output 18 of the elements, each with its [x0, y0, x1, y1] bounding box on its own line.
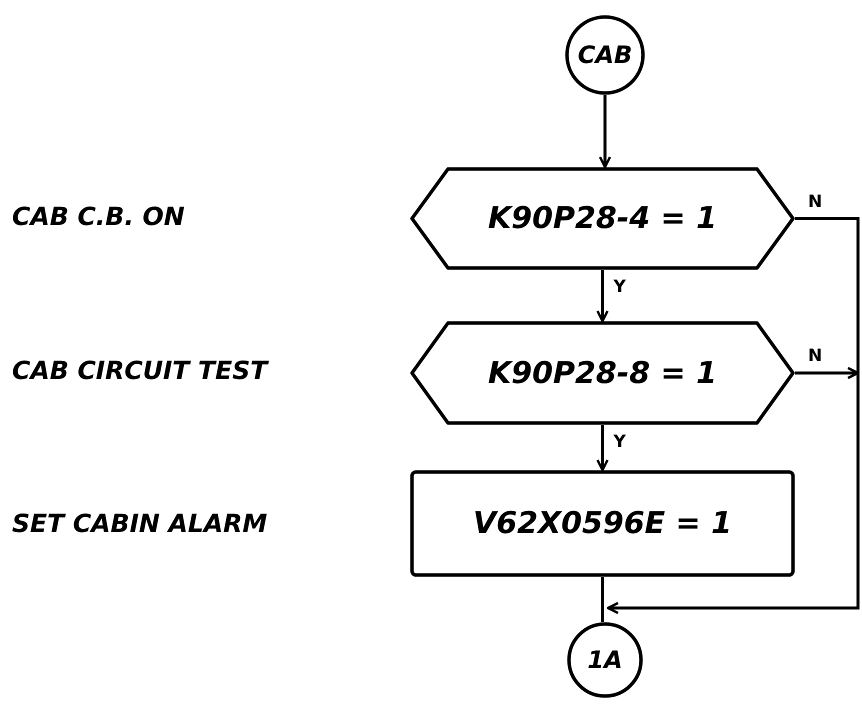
node-label: V62X0596E = 1: [473, 506, 732, 541]
arrow: [795, 366, 860, 380]
node-label: K90P28-8 = 1: [488, 356, 717, 390]
arrow: [596, 425, 609, 472]
connector-circle: [565, 15, 645, 95]
step-description: CAB CIRCUIT TEST: [12, 356, 268, 385]
arrow: [596, 270, 609, 322]
arrow: [598, 95, 612, 168]
step-description: SET CABIN ALARM: [12, 509, 268, 538]
connector-label: 1A: [587, 646, 623, 674]
decision-hexagon: [410, 167, 795, 270]
node-label: K90P28-4 = 1: [488, 201, 717, 236]
connector-label: CAB: [578, 41, 632, 69]
step-description: CAB C.B. ON: [12, 202, 185, 231]
arrow: [606, 217, 860, 614]
decision-hexagon: [410, 321, 795, 425]
process-box: [410, 470, 795, 577]
connector-circle: [567, 622, 643, 698]
